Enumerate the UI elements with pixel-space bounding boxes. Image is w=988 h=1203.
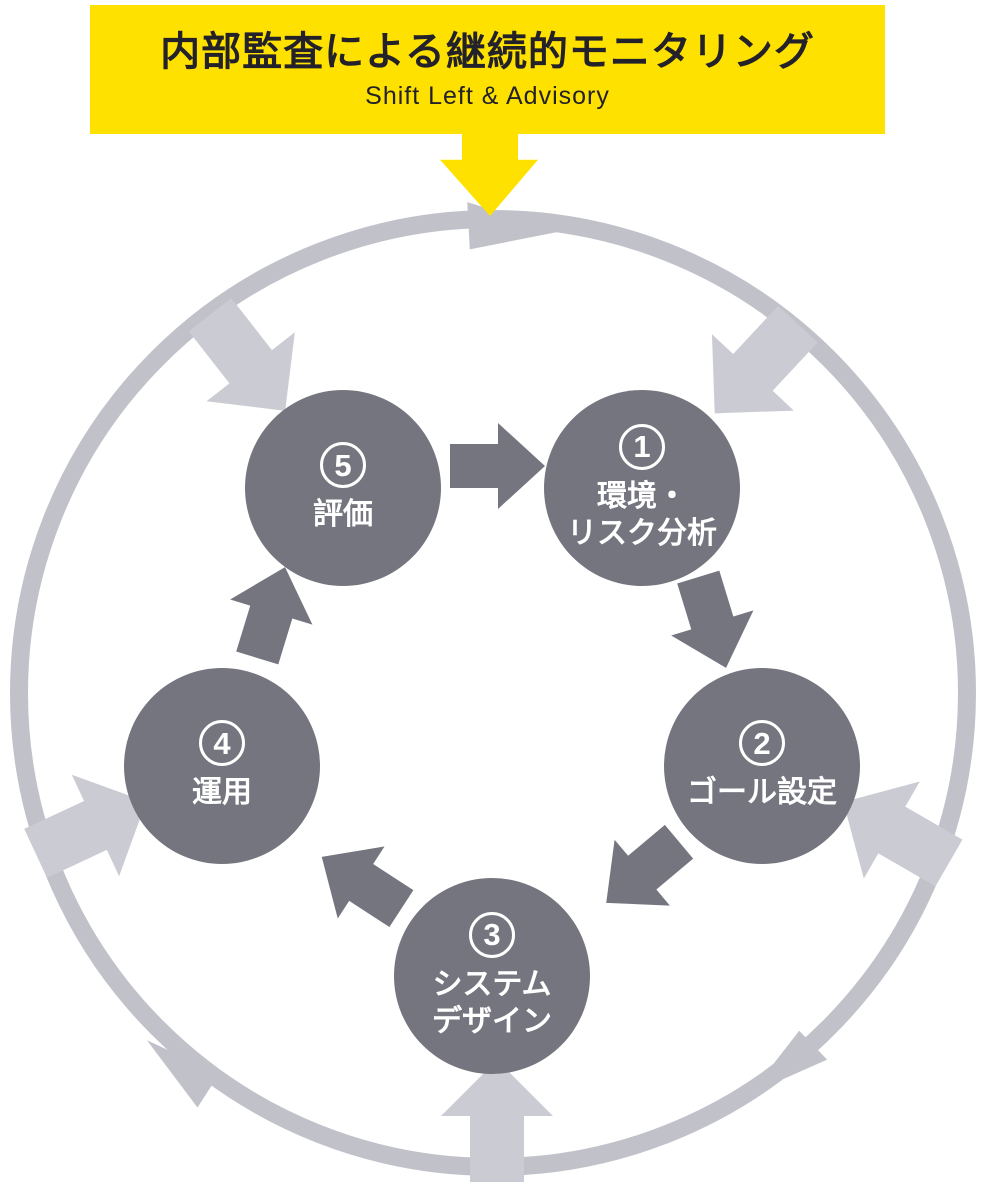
step-number-badge: 3	[469, 911, 515, 958]
inward-arrow-step1-icon	[711, 305, 818, 414]
step-label: システム デザイン	[432, 967, 552, 1039]
inward-arrow-step4-icon	[24, 774, 147, 878]
inward-arrow-step3-icon	[441, 1060, 553, 1182]
step-label: 運用	[192, 776, 252, 810]
step-arrow-3-to-4-icon	[321, 846, 414, 928]
ring-arrowhead-lower-right-icon	[750, 1030, 828, 1094]
step-arrow-5-to-1-icon	[450, 423, 545, 509]
step-circle-4: 4 運用	[124, 668, 320, 864]
step-arrow-1-to-2-icon	[671, 570, 754, 668]
step-circle-5: 5 評価	[245, 390, 441, 586]
step-circle-2: 2 ゴール設定	[664, 668, 860, 864]
header-banner: 内部監査による継続的モニタリング Shift Left & Advisory	[90, 5, 885, 134]
banner-title: 内部監査による継続的モニタリング	[160, 30, 815, 74]
step-number-badge: 1	[619, 423, 665, 470]
inward-arrow-step5-icon	[188, 298, 295, 411]
step-arrow-4-to-5-icon	[230, 567, 313, 665]
step-circle-3: 3 システム デザイン	[394, 878, 590, 1074]
inward-arrow-step2-icon	[843, 781, 963, 887]
step-number-badge: 4	[199, 720, 245, 767]
step-label: ゴール設定	[687, 776, 837, 810]
ring-arrowhead-top-icon	[467, 202, 562, 250]
step-circle-1: 1 環境・ リスク分析	[544, 390, 740, 586]
ring-arrowhead-lower-left-icon	[146, 1040, 220, 1108]
step-label: 評価	[313, 498, 373, 532]
step-number-badge: 5	[320, 442, 366, 489]
banner-subtitle: Shift Left & Advisory	[365, 82, 610, 110]
step-arrow-2-to-3-icon	[606, 824, 694, 906]
step-label: 環境・ リスク分析	[567, 479, 717, 551]
step-number-badge: 2	[739, 720, 785, 767]
